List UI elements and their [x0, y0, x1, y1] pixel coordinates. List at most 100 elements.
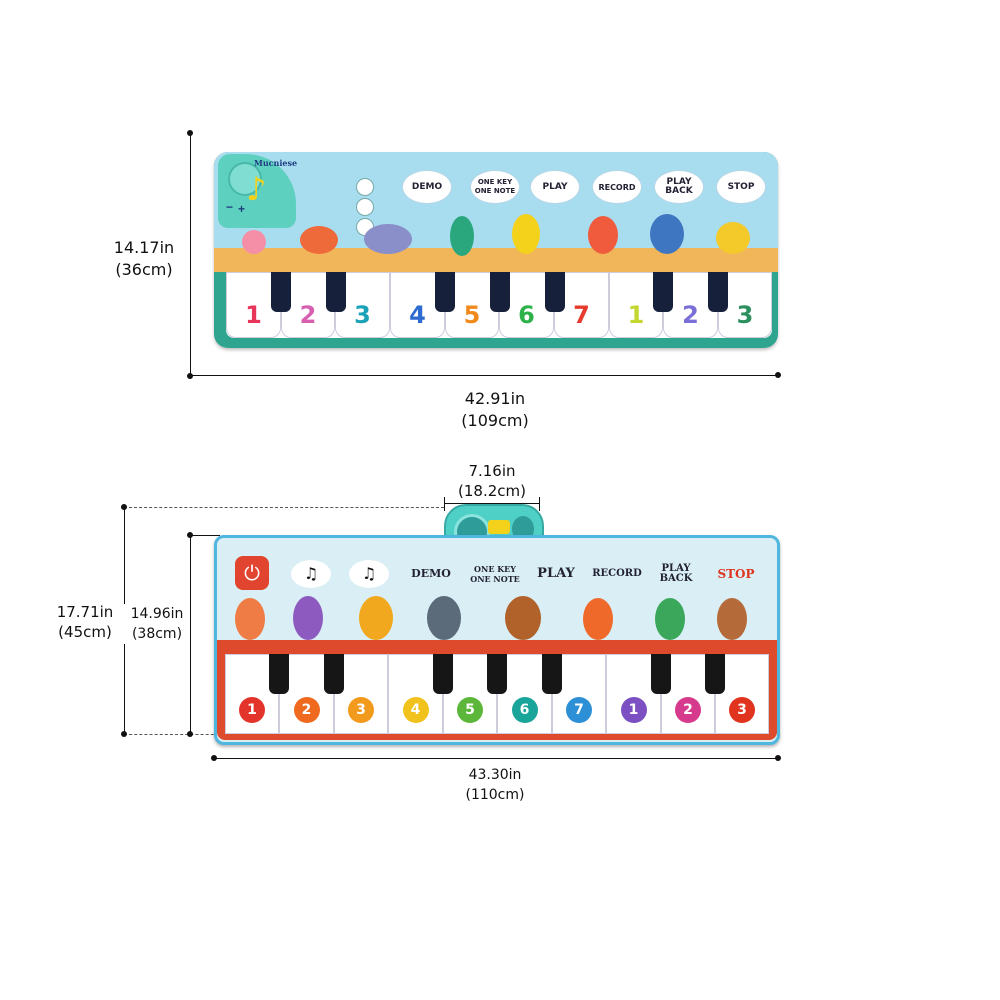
demo-button[interactable]: DEMO [411, 567, 451, 580]
fox-keyboard-icon [235, 598, 265, 640]
frog-icon [512, 214, 540, 254]
key-number: 2 [682, 301, 699, 329]
body-height-in: 14.96in [130, 606, 184, 622]
bear-xylophone-icon [505, 596, 541, 640]
device-width-dimension-line [444, 503, 540, 504]
dimension-endpoint [121, 731, 127, 737]
manta-ray-icon [364, 224, 412, 254]
key-number: 2 [675, 697, 701, 723]
key-number: 1 [239, 697, 265, 723]
dimension-guide [124, 507, 444, 508]
brand-badge [488, 520, 510, 534]
music-note-icon: ♪ [246, 170, 267, 208]
dimension-endpoint [775, 372, 781, 378]
black-key[interactable] [545, 272, 565, 312]
bottom-mat-width-cm: (110cm) [465, 787, 525, 803]
power-button[interactable]: ⏻ [235, 556, 269, 590]
black-key[interactable] [542, 654, 562, 694]
total-height-label: 17.71in (45cm) [46, 602, 124, 642]
one-key-one-note-button[interactable]: ONE KEY ONE NOTE [470, 564, 520, 584]
key-number: 6 [518, 301, 535, 329]
width-dimension-line [190, 375, 778, 376]
animal-piano-mat: ⏻ ♫ ♫ DEMO ONE KEY ONE NOTE PLAY RECORD … [214, 535, 780, 745]
octopus-icon [242, 230, 266, 254]
stop-button[interactable]: STOP [717, 567, 755, 581]
top-mat-width-label: 42.91in (109cm) [430, 388, 560, 432]
height-dimension-line [190, 133, 191, 376]
dimension-guide [124, 734, 224, 735]
dimension-endpoint [187, 731, 193, 737]
lion-accordion-icon [359, 596, 393, 640]
black-key[interactable] [324, 654, 344, 694]
key-number: 2 [299, 301, 317, 329]
black-key[interactable] [271, 272, 291, 312]
key-number: 5 [463, 301, 481, 329]
key-number: 3 [348, 697, 374, 723]
device-width-label: 7.16in (18.2cm) [442, 461, 542, 501]
record-button[interactable]: RECORD [592, 170, 642, 204]
key-number: 3 [729, 697, 755, 723]
body-height-dimension-line [190, 535, 191, 734]
key-number: 7 [573, 301, 590, 329]
dimension-endpoint [187, 130, 193, 136]
device-width-cm: (18.2cm) [458, 482, 526, 500]
pufferfish-icon [716, 222, 750, 254]
top-mat-height-in: 14.17in [113, 238, 175, 257]
volume-notes-icon[interactable]: ♫ [349, 560, 389, 588]
black-key[interactable] [433, 654, 453, 694]
total-height-cm: (45cm) [58, 623, 112, 641]
black-key[interactable] [708, 272, 728, 312]
black-key[interactable] [487, 654, 507, 694]
play-button[interactable]: PLAY [530, 170, 580, 204]
key-number: 1 [245, 301, 262, 329]
top-mat-width-cm: (109cm) [461, 411, 529, 430]
clownfish-icon [588, 216, 618, 254]
top-mat-width-in: 42.91in [464, 389, 526, 408]
one-key-one-note-button[interactable]: ONE KEY ONE NOTE [470, 170, 520, 204]
record-button[interactable]: RECORD [592, 568, 642, 579]
key-number: 1 [627, 301, 645, 329]
total-height-in: 17.71in [56, 603, 114, 621]
dimension-endpoint [187, 532, 193, 538]
black-key[interactable] [269, 654, 289, 694]
key-number: 3 [354, 301, 371, 329]
key-number: 6 [511, 697, 538, 723]
volume-up-icon [356, 178, 374, 196]
key-number: 4 [402, 697, 429, 723]
monkey-violin-icon [293, 596, 323, 640]
play-back-button[interactable]: PLAY BACK [654, 170, 704, 204]
keyboard: 1 2 3 4 5 6 7 1 2 3 [225, 654, 769, 734]
black-key[interactable] [326, 272, 346, 312]
stop-button[interactable]: STOP [716, 170, 766, 204]
top-mat-height-label: 14.17in (36cm) [98, 237, 190, 281]
key-number: 1 [620, 697, 647, 723]
key-number: 3 [736, 301, 754, 329]
dimension-endpoint [211, 755, 217, 761]
fox-trumpet-icon [583, 598, 613, 640]
crocodile-guitar-icon [655, 598, 685, 640]
black-key[interactable] [490, 272, 510, 312]
piano-key-6[interactable]: 6 [497, 654, 552, 734]
device-width-in: 7.16in [468, 462, 516, 480]
bottom-width-dimension-line [214, 758, 778, 759]
music-notes-icon[interactable]: ♫ [291, 560, 331, 588]
control-panel: ♪ Mucniese + − [218, 154, 298, 228]
black-key[interactable] [651, 654, 671, 694]
brand-logo: Mucniese [254, 158, 298, 168]
minus-icon: − [226, 200, 234, 214]
key-number: 7 [566, 697, 592, 723]
ocean-piano-mat: ♪ Mucniese + − DEMO ONE KEY ONE NOTE PLA… [214, 152, 778, 348]
play-back-button[interactable]: PLAY BACK [659, 563, 693, 584]
seahorse-icon [450, 216, 474, 256]
key-number: 5 [457, 697, 483, 723]
demo-button[interactable]: DEMO [402, 170, 452, 204]
speaker-icon [228, 162, 262, 196]
volume-down-icon [356, 198, 374, 216]
key-number: 2 [293, 697, 320, 723]
black-key[interactable] [435, 272, 455, 312]
play-button[interactable]: PLAY [537, 566, 575, 581]
body-height-label: 14.96in (38cm) [124, 604, 190, 644]
black-key[interactable] [653, 272, 673, 312]
key-number: 4 [409, 301, 426, 329]
black-key[interactable] [705, 654, 725, 694]
